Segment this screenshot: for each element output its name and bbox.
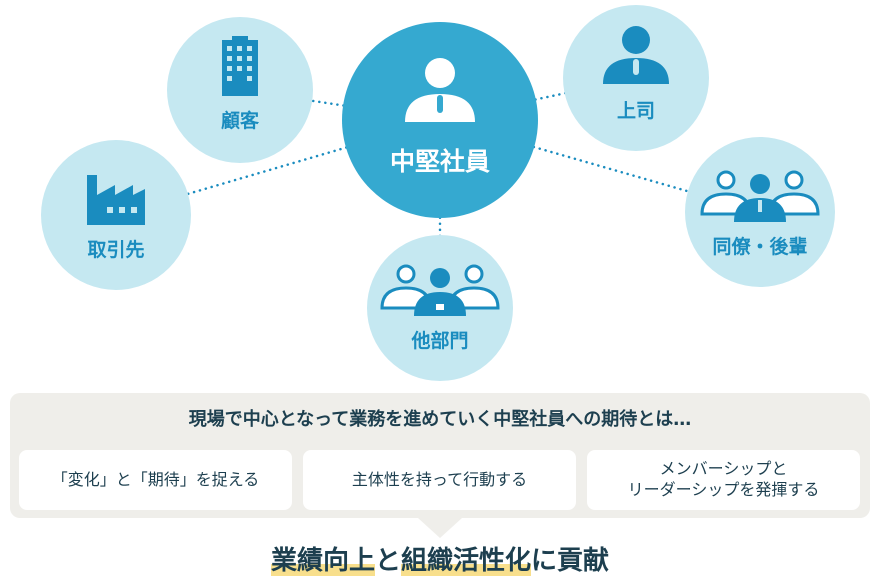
node-colleagues: 同僚・後輩 [685, 137, 835, 287]
center-label: 中堅社員 [389, 147, 490, 176]
result-highlight: 組織活性化 [401, 546, 532, 576]
group-icon [700, 170, 820, 222]
node-label: 上司 [616, 100, 655, 122]
result-text: と [374, 546, 401, 576]
arrow-down [418, 518, 462, 538]
building-icon [222, 36, 258, 96]
node-other-departments: 他部門 [367, 235, 513, 381]
result-text: に貢献 [531, 546, 610, 576]
expectations-panel: 現場で中心となって業務を進めていく中堅社員への期待とは… 「変化」と「期待」を捉… [10, 393, 870, 518]
expectation-card: 「変化」と「期待」を捉える [19, 450, 292, 510]
person-tie-icon [603, 26, 669, 84]
node-boss: 上司 [563, 5, 709, 151]
node-label: 同僚・後輩 [712, 236, 808, 258]
person-tie-icon [405, 58, 475, 122]
factory-icon [87, 175, 145, 225]
node-label: 取引先 [87, 239, 145, 261]
expectations-title: 現場で中心となって業務を進めていく中堅社員への期待とは… [188, 409, 692, 430]
node-label: 他部門 [411, 330, 469, 352]
expectation-card: メンバーシップと リーダーシップを発揮する [587, 450, 860, 510]
node-customer: 顧客 [167, 17, 313, 163]
node-label: 顧客 [220, 110, 259, 132]
expectation-card: 主体性を持って行動する [303, 450, 576, 510]
node-mid-career-employee: 中堅社員 [342, 22, 538, 218]
node-partner: 取引先 [41, 140, 191, 290]
group-badge-icon [380, 264, 500, 316]
result-highlight: 業績向上 [270, 546, 375, 576]
result-statement: 業績向上と組織活性化に貢献 [0, 540, 880, 577]
